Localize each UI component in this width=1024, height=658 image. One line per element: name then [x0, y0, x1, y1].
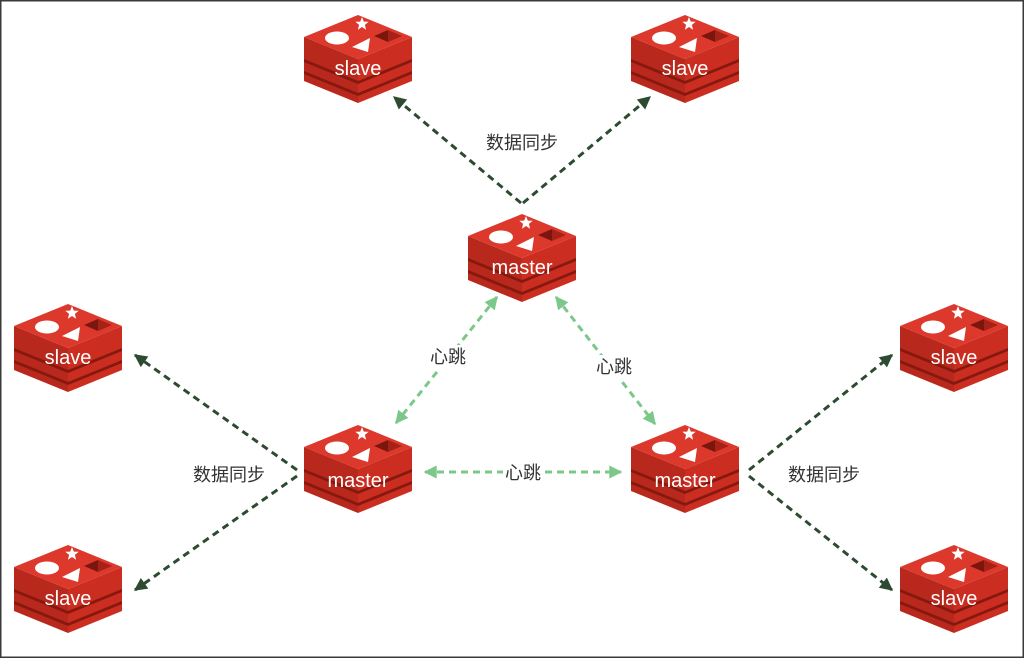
master-node-left: master — [304, 425, 412, 513]
slave-node-right-top: slave — [900, 304, 1008, 392]
heartbeat-label-top-right: 心跳 — [596, 357, 632, 378]
heartbeat-label-bg — [594, 355, 634, 379]
sync-arrow-left-bottom — [133, 474, 298, 592]
redis-logo-icon — [304, 425, 412, 513]
slave-node-right-bottom: slave — [900, 545, 1008, 633]
slave-node-top-right: slave — [631, 15, 739, 103]
node-label: slave — [662, 58, 709, 80]
heartbeat-label-bottom: 心跳 — [505, 463, 541, 484]
slave-node-top-left: slave — [304, 15, 412, 103]
node-label: master — [327, 470, 388, 492]
node-label: slave — [931, 347, 978, 369]
heartbeat-arrow-top-right — [554, 295, 657, 426]
heartbeat-arrow-top-left — [394, 295, 499, 425]
master-node-right: master — [631, 425, 739, 513]
sync-arrow-top-left — [393, 95, 522, 205]
sync-label-right: 数据同步 — [788, 465, 860, 486]
node-label: slave — [931, 588, 978, 610]
slave-node-left-bottom: slave — [14, 545, 122, 633]
sync-arrow-right-top — [748, 353, 894, 472]
sync-label-left: 数据同步 — [193, 465, 265, 486]
node-label: slave — [335, 58, 382, 80]
node-label: master — [654, 470, 715, 492]
heartbeat-label-top-left: 心跳 — [430, 347, 466, 368]
heartbeat-label-bg — [428, 345, 468, 369]
sync-arrow-top-right — [522, 95, 651, 205]
node-label: slave — [45, 347, 92, 369]
sync-arrow-left-top — [133, 353, 298, 472]
sync-arrow-right-bottom — [748, 474, 894, 592]
master-node-top: master — [468, 214, 576, 302]
heartbeat-label-bg — [503, 460, 543, 484]
sync-label-top: 数据同步 — [486, 133, 558, 154]
redis-logo-icon — [631, 425, 739, 513]
slave-node-left-top: slave — [14, 304, 122, 392]
node-label: slave — [45, 588, 92, 610]
node-label: master — [491, 257, 552, 279]
